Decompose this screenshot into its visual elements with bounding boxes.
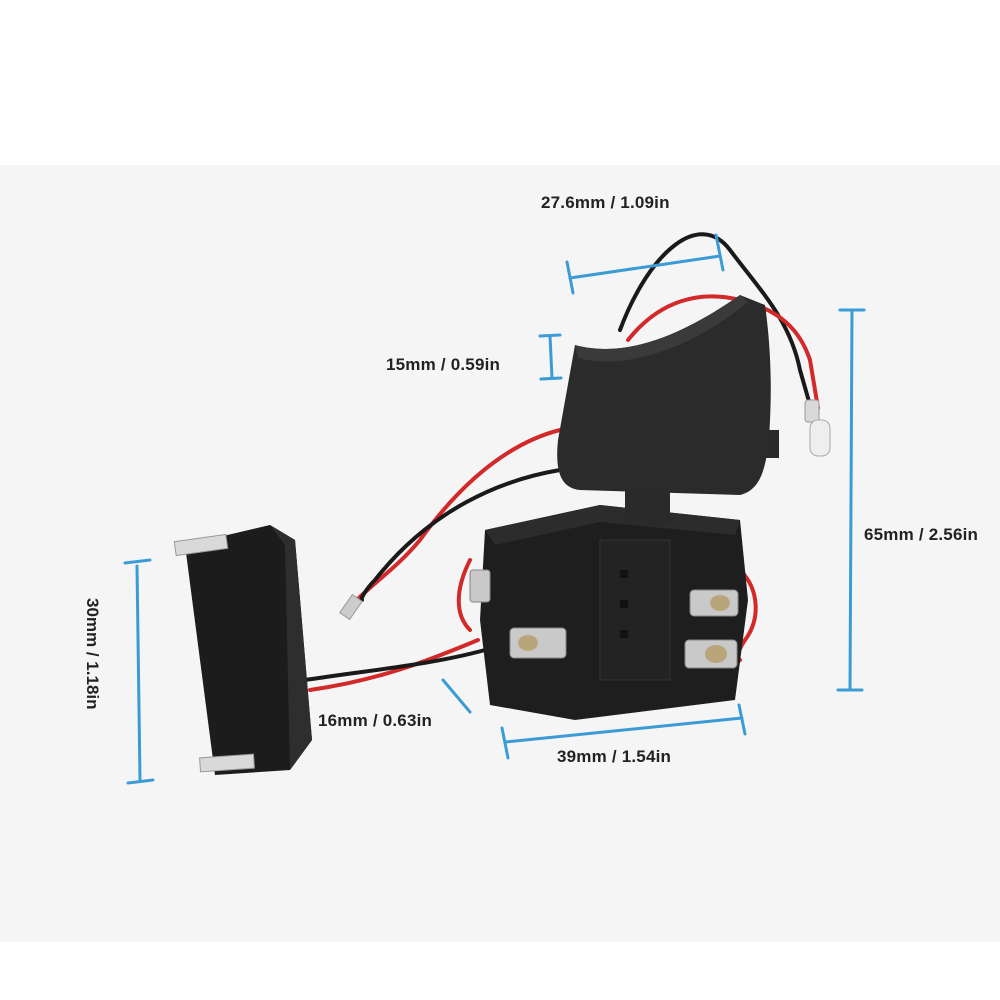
bottom-margin [0, 942, 1000, 1000]
red-wire-body-left [456, 558, 472, 632]
dim-line-trigger-height [538, 333, 563, 381]
black-wire-left [359, 468, 562, 602]
dim-label-body-depth: 16mm / 0.63in [318, 711, 433, 730]
dim-line-body-depth [441, 678, 472, 714]
led-lead [339, 399, 831, 621]
dim-line-plug-height [123, 558, 155, 785]
dim-line-trigger-width [565, 233, 725, 295]
dim-label-trigger-height: 15mm / 0.59in [386, 355, 501, 374]
switch-body [480, 505, 748, 720]
dim-label-plug-height: 30mm / 1.18in [83, 598, 102, 710]
dimension-lines [123, 233, 866, 785]
dim-label-body-width: 39mm / 1.54in [557, 747, 672, 766]
red-wire-plug [308, 638, 480, 692]
plug-connector [173, 525, 312, 775]
top-margin [0, 0, 1000, 165]
trigger-button [557, 295, 771, 495]
dim-line-total-height [836, 308, 866, 692]
terminals [469, 569, 739, 669]
dim-label-total-height: 65mm / 2.56in [864, 525, 979, 544]
black-wire-led-top [618, 232, 812, 407]
dim-label-trigger-width: 27.6mm / 1.09in [541, 193, 670, 212]
dim-line-body-width [500, 703, 747, 760]
wires [303, 232, 820, 692]
black-wire-plug [303, 648, 487, 682]
